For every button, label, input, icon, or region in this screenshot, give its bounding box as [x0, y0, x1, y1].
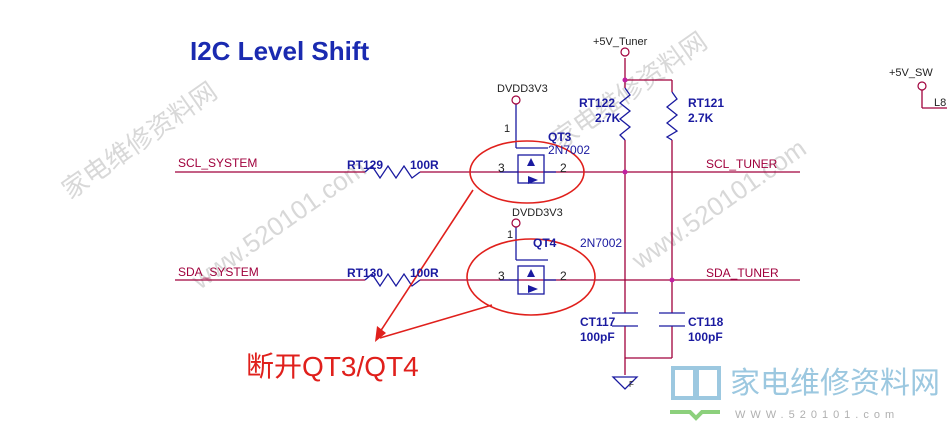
pin-label: 1 — [504, 123, 510, 135]
net-label: L8 — [934, 97, 946, 109]
logo-url: WWW.520101.com — [735, 409, 899, 421]
power-label: +5V_Tuner — [593, 36, 648, 48]
value-label: 100R — [410, 158, 439, 172]
pin-label: 3 — [498, 269, 505, 283]
annotation-text: 断开QT3/QT4 — [246, 351, 419, 382]
value-label: 100pF — [688, 330, 723, 344]
ref-label: RT129 — [347, 158, 383, 172]
value-label: 2.7K — [595, 111, 621, 125]
logo-name: 家电维修资料网 — [730, 367, 940, 400]
watermark-text: 家电维修资料网 — [56, 76, 222, 205]
value-label: 2N7002 — [548, 143, 590, 157]
power-label: +5V_SW — [889, 67, 933, 79]
power-label: DVDD3V3 — [512, 207, 563, 219]
watermark-logo: 家电维修资料网 WWW.520101.com — [670, 366, 940, 421]
watermark-text: www.520101.com — [625, 133, 811, 276]
qt4-highlight-ellipse — [466, 238, 596, 316]
qt3-highlight-ellipse — [469, 140, 585, 204]
junctions — [622, 77, 675, 283]
ref-label: RT130 — [347, 266, 383, 280]
mosfet-arrows — [527, 158, 538, 293]
net-label: SDA_TUNER — [706, 266, 779, 280]
value-label: 100pF — [580, 330, 615, 344]
net-label: SCL_TUNER — [706, 157, 778, 171]
components — [364, 87, 685, 390]
page-title: I2C Level Shift — [190, 36, 369, 66]
net-label: SCL_SYSTEM — [178, 156, 257, 170]
arrow-head — [375, 326, 386, 342]
net-label: SDA_SYSTEM — [178, 265, 259, 279]
nets — [175, 58, 947, 375]
annotation-marks — [377, 140, 596, 339]
ground-symbol — [611, 376, 639, 390]
ref-label: CT117 — [580, 315, 616, 329]
ref-label: RT121 — [688, 96, 724, 110]
value-label: 100R — [410, 266, 439, 280]
power-ports — [511, 47, 927, 228]
pin-label: 3 — [498, 161, 505, 175]
value-label: 2.7K — [688, 111, 714, 125]
rt122-resistor — [618, 87, 632, 141]
qt3-mosfet — [500, 104, 556, 184]
rt121-resistor — [665, 91, 679, 141]
ref-label: CT118 — [688, 315, 724, 329]
qt4-mosfet — [500, 227, 556, 295]
ref-label: RT122 — [579, 96, 615, 110]
value-label: 2N7002 — [580, 236, 622, 250]
pin-label: 2 — [560, 269, 567, 283]
ground-label: F — [629, 380, 634, 389]
power-label: DVDD3V3 — [497, 83, 548, 95]
ref-label: QT4 — [533, 236, 557, 250]
pin-label: 1 — [507, 229, 513, 241]
rt129-resistor — [364, 164, 421, 180]
ref-label: QT3 — [548, 130, 572, 144]
pin-label: 2 — [560, 161, 567, 175]
